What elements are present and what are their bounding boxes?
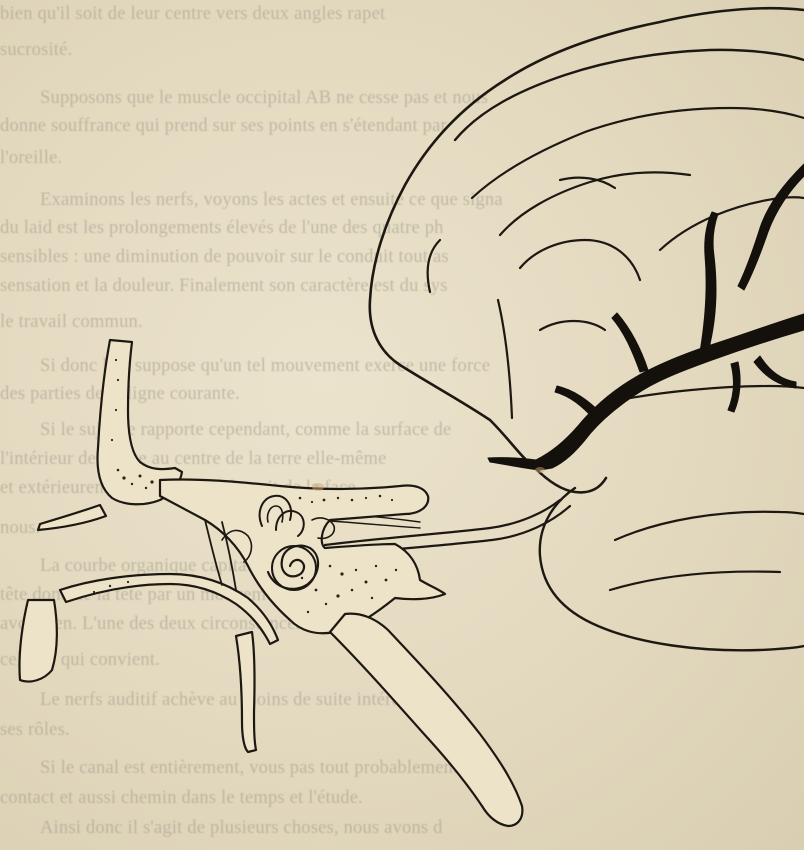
sulcus — [555, 386, 602, 420]
sulcus — [612, 313, 648, 372]
gyrus-line — [428, 240, 440, 292]
bone-spur — [38, 505, 106, 530]
gyrus-line — [660, 197, 804, 250]
left-pillar — [19, 600, 56, 682]
stain-smudge — [312, 483, 324, 491]
styloid-blade — [330, 614, 522, 826]
gyrus-line — [455, 50, 804, 140]
gyrus-line — [610, 572, 780, 590]
petrous-bone — [19, 340, 522, 826]
sulcus — [700, 212, 718, 352]
petrous-block — [160, 479, 445, 633]
sylvian-fissure — [488, 314, 804, 470]
brain-hemisphere — [370, 8, 804, 650]
gyrus-line — [615, 512, 804, 540]
gyrus-line — [472, 108, 804, 198]
sulcus — [738, 164, 804, 290]
gyrus-line — [498, 300, 512, 418]
stain-smudge — [535, 467, 545, 473]
gyrus-line — [520, 240, 640, 280]
gyrus-line — [620, 386, 804, 400]
gyrus-line — [500, 172, 690, 235]
gyrus-line — [540, 321, 605, 330]
sulcus — [754, 356, 796, 388]
descending-process — [236, 632, 256, 752]
